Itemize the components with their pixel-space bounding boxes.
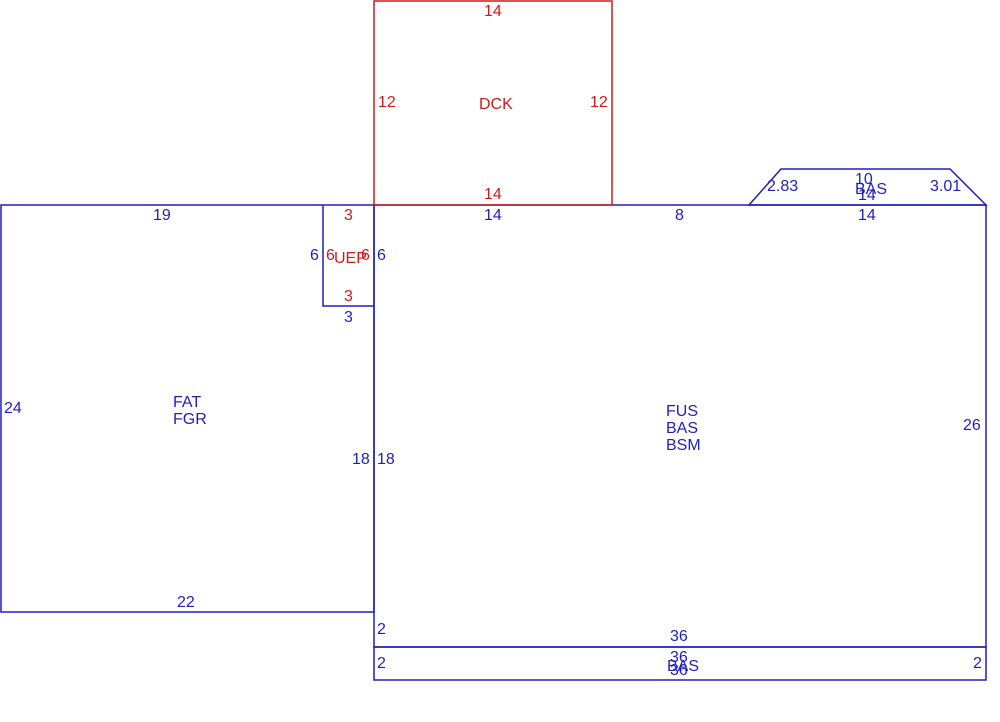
bay-right-diag-dim: 3.01: [930, 178, 961, 195]
deck-top-dim: 14: [484, 3, 502, 20]
main-right-dim: 26: [963, 417, 981, 434]
porch-outer-right-dim: 6: [377, 247, 386, 264]
main-left-dim: 18: [377, 451, 395, 468]
deck-outline: [373, 0, 613, 206]
strip-left-dim: 2: [377, 655, 386, 672]
strip-bottom-dim: 36: [670, 662, 688, 679]
porch-right-dim: 6: [361, 247, 370, 264]
main-top-dim-c: 14: [858, 207, 876, 224]
bay-base-dim: 14: [858, 187, 876, 204]
main-code-1: FUS: [666, 403, 698, 420]
porch-top-dim: 3: [344, 207, 353, 224]
strip-code: BAS: [667, 658, 699, 675]
garage-top-dim: 19: [153, 207, 171, 224]
strip-right-dim: 2: [973, 655, 982, 672]
garage-right-dim: 18: [352, 451, 370, 468]
garage-code-2: FGR: [173, 411, 207, 428]
porch-bottom-dim: 3: [344, 288, 353, 305]
garage-code-1: FAT: [173, 394, 201, 411]
deck-right-dim: 12: [590, 94, 608, 111]
strip-outline: [373, 646, 987, 681]
garage-bottom-dim: 22: [177, 594, 195, 611]
bay-code: BAS: [855, 181, 887, 198]
bay-outline: [747, 168, 988, 206]
bay-left-diag-dim: 2.83: [767, 178, 798, 195]
deck-left-dim: 12: [378, 94, 396, 111]
porch-code: UEP: [334, 250, 367, 267]
deck-code: DCK: [479, 96, 513, 113]
strip-top-dim: 36: [670, 649, 688, 666]
main-code-2: BAS: [666, 420, 698, 437]
main-code-3: BSM: [666, 437, 701, 454]
garage-left-dim: 24: [4, 400, 22, 417]
porch-outer-left-dim: 6: [310, 247, 319, 264]
main-top-dim-a: 14: [484, 207, 502, 224]
bay-top-dim: 10: [855, 171, 873, 188]
main-top-dim-b: 8: [675, 207, 684, 224]
main-bottom-dim: 36: [670, 628, 688, 645]
porch-outline: [322, 205, 374, 307]
porch-outer-bottom-dim: 3: [344, 309, 353, 326]
main-left-lower-dim: 2: [377, 621, 386, 638]
deck-bottom-dim: 14: [484, 186, 502, 203]
porch-left-dim: 6: [326, 247, 335, 264]
